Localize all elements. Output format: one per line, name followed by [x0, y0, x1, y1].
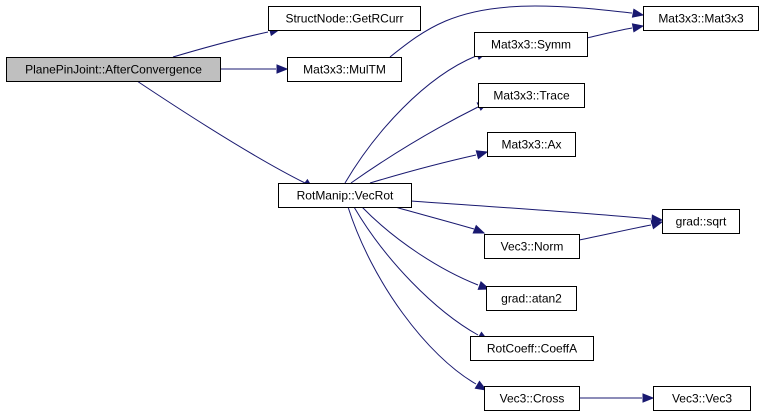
edge-vecrot-to-trace: [350, 101, 490, 184]
node-multm[interactable]: Mat3x3::MulTM: [287, 57, 402, 82]
node-vecrot[interactable]: RotManip::VecRot: [278, 183, 412, 208]
edge-line: [172, 31, 269, 58]
node-cross[interactable]: Vec3::Cross: [484, 386, 580, 411]
node-root[interactable]: PlanePinJoint::AfterConvergence: [6, 57, 221, 82]
node-getrcurr[interactable]: StructNode::GetRCurr: [268, 6, 421, 31]
node-label: Mat3x3::Symm: [491, 38, 571, 52]
node-box: [287, 57, 402, 82]
node-label: grad::sqrt: [676, 215, 727, 229]
node-label: Vec3::Cross: [500, 392, 565, 406]
node-box: [470, 336, 594, 361]
edge-line: [353, 206, 479, 336]
node-box: [268, 6, 421, 31]
node-box: [484, 234, 580, 259]
edge-vecrot-to-cross: [347, 206, 488, 391]
edges-layer: [136, 5, 664, 403]
node-label: Vec3::Vec3: [672, 392, 732, 406]
edge-vecrot-to-sqrt: [410, 200, 664, 224]
nodes-layer: PlanePinJoint::AfterConvergence StructNod…: [6, 6, 759, 411]
edge-root-to-getrcurr: [172, 26, 282, 58]
node-label: Mat3x3::MulTM: [303, 63, 386, 77]
arrowhead: [631, 8, 645, 18]
edge-line: [361, 206, 479, 286]
node-label: RotCoeff::CoeffA: [487, 342, 577, 356]
edge-line: [369, 154, 477, 184]
edge-root-to-multm: [220, 64, 289, 74]
edge-vecrot-to-norm: [394, 206, 486, 234]
node-box: [486, 286, 577, 311]
node-vec3[interactable]: Vec3::Vec3: [653, 386, 751, 411]
edge-line: [350, 106, 479, 184]
edge-vecrot-to-ax: [369, 150, 489, 184]
arrowhead: [475, 150, 489, 160]
node-box: [662, 209, 740, 234]
node-box: [484, 386, 580, 411]
node-label: Mat3x3::Trace: [493, 89, 570, 103]
edge-line: [394, 206, 475, 230]
node-label: Mat3x3::Ax: [501, 138, 561, 152]
arrowhead: [631, 23, 645, 33]
edge-line: [347, 206, 477, 385]
node-label: PlanePinJoint::AfterConvergence: [25, 63, 202, 77]
node-trace[interactable]: Mat3x3::Trace: [478, 83, 585, 108]
node-label: Mat3x3::Mat3x3: [658, 12, 744, 26]
arrowhead: [276, 64, 289, 74]
node-box: [643, 6, 759, 31]
edge-symm-to-mat3x3: [586, 23, 645, 39]
arrowhead: [472, 224, 486, 234]
node-box: [653, 386, 751, 411]
node-box: [278, 183, 412, 208]
node-label: grad::atan2: [501, 292, 562, 306]
edge-line: [586, 27, 633, 39]
node-box: [6, 57, 221, 82]
node-box: [478, 83, 585, 108]
edge-norm-to-sqrt: [578, 220, 664, 241]
edge-line: [389, 5, 633, 58]
node-symm[interactable]: Mat3x3::Symm: [474, 32, 588, 57]
edge-cross-to-vec3: [579, 393, 655, 403]
node-sqrt[interactable]: grad::sqrt: [662, 209, 740, 234]
arrowhead: [650, 220, 664, 230]
node-mat3x3[interactable]: Mat3x3::Mat3x3: [643, 6, 759, 31]
node-box: [474, 32, 588, 57]
node-label: StructNode::GetRCurr: [285, 12, 403, 26]
edge-root-to-vecrot: [136, 80, 315, 190]
node-atan2[interactable]: grad::atan2: [486, 286, 577, 311]
node-label: RotManip::VecRot: [297, 189, 394, 203]
arrowhead: [642, 393, 655, 403]
edge-line: [578, 224, 652, 241]
arrowhead: [474, 380, 488, 391]
node-coeffa[interactable]: RotCoeff::CoeffA: [470, 336, 594, 361]
node-norm[interactable]: Vec3::Norm: [484, 234, 580, 259]
node-label: Vec3::Norm: [501, 240, 564, 254]
edge-multm-to-mat3x3: [389, 5, 645, 58]
edge-vecrot-to-atan2: [361, 206, 491, 290]
edge-line: [410, 200, 652, 220]
edge-line: [136, 80, 306, 184]
edge-line: [344, 55, 477, 184]
node-box: [487, 132, 576, 157]
node-ax[interactable]: Mat3x3::Ax: [487, 132, 576, 157]
